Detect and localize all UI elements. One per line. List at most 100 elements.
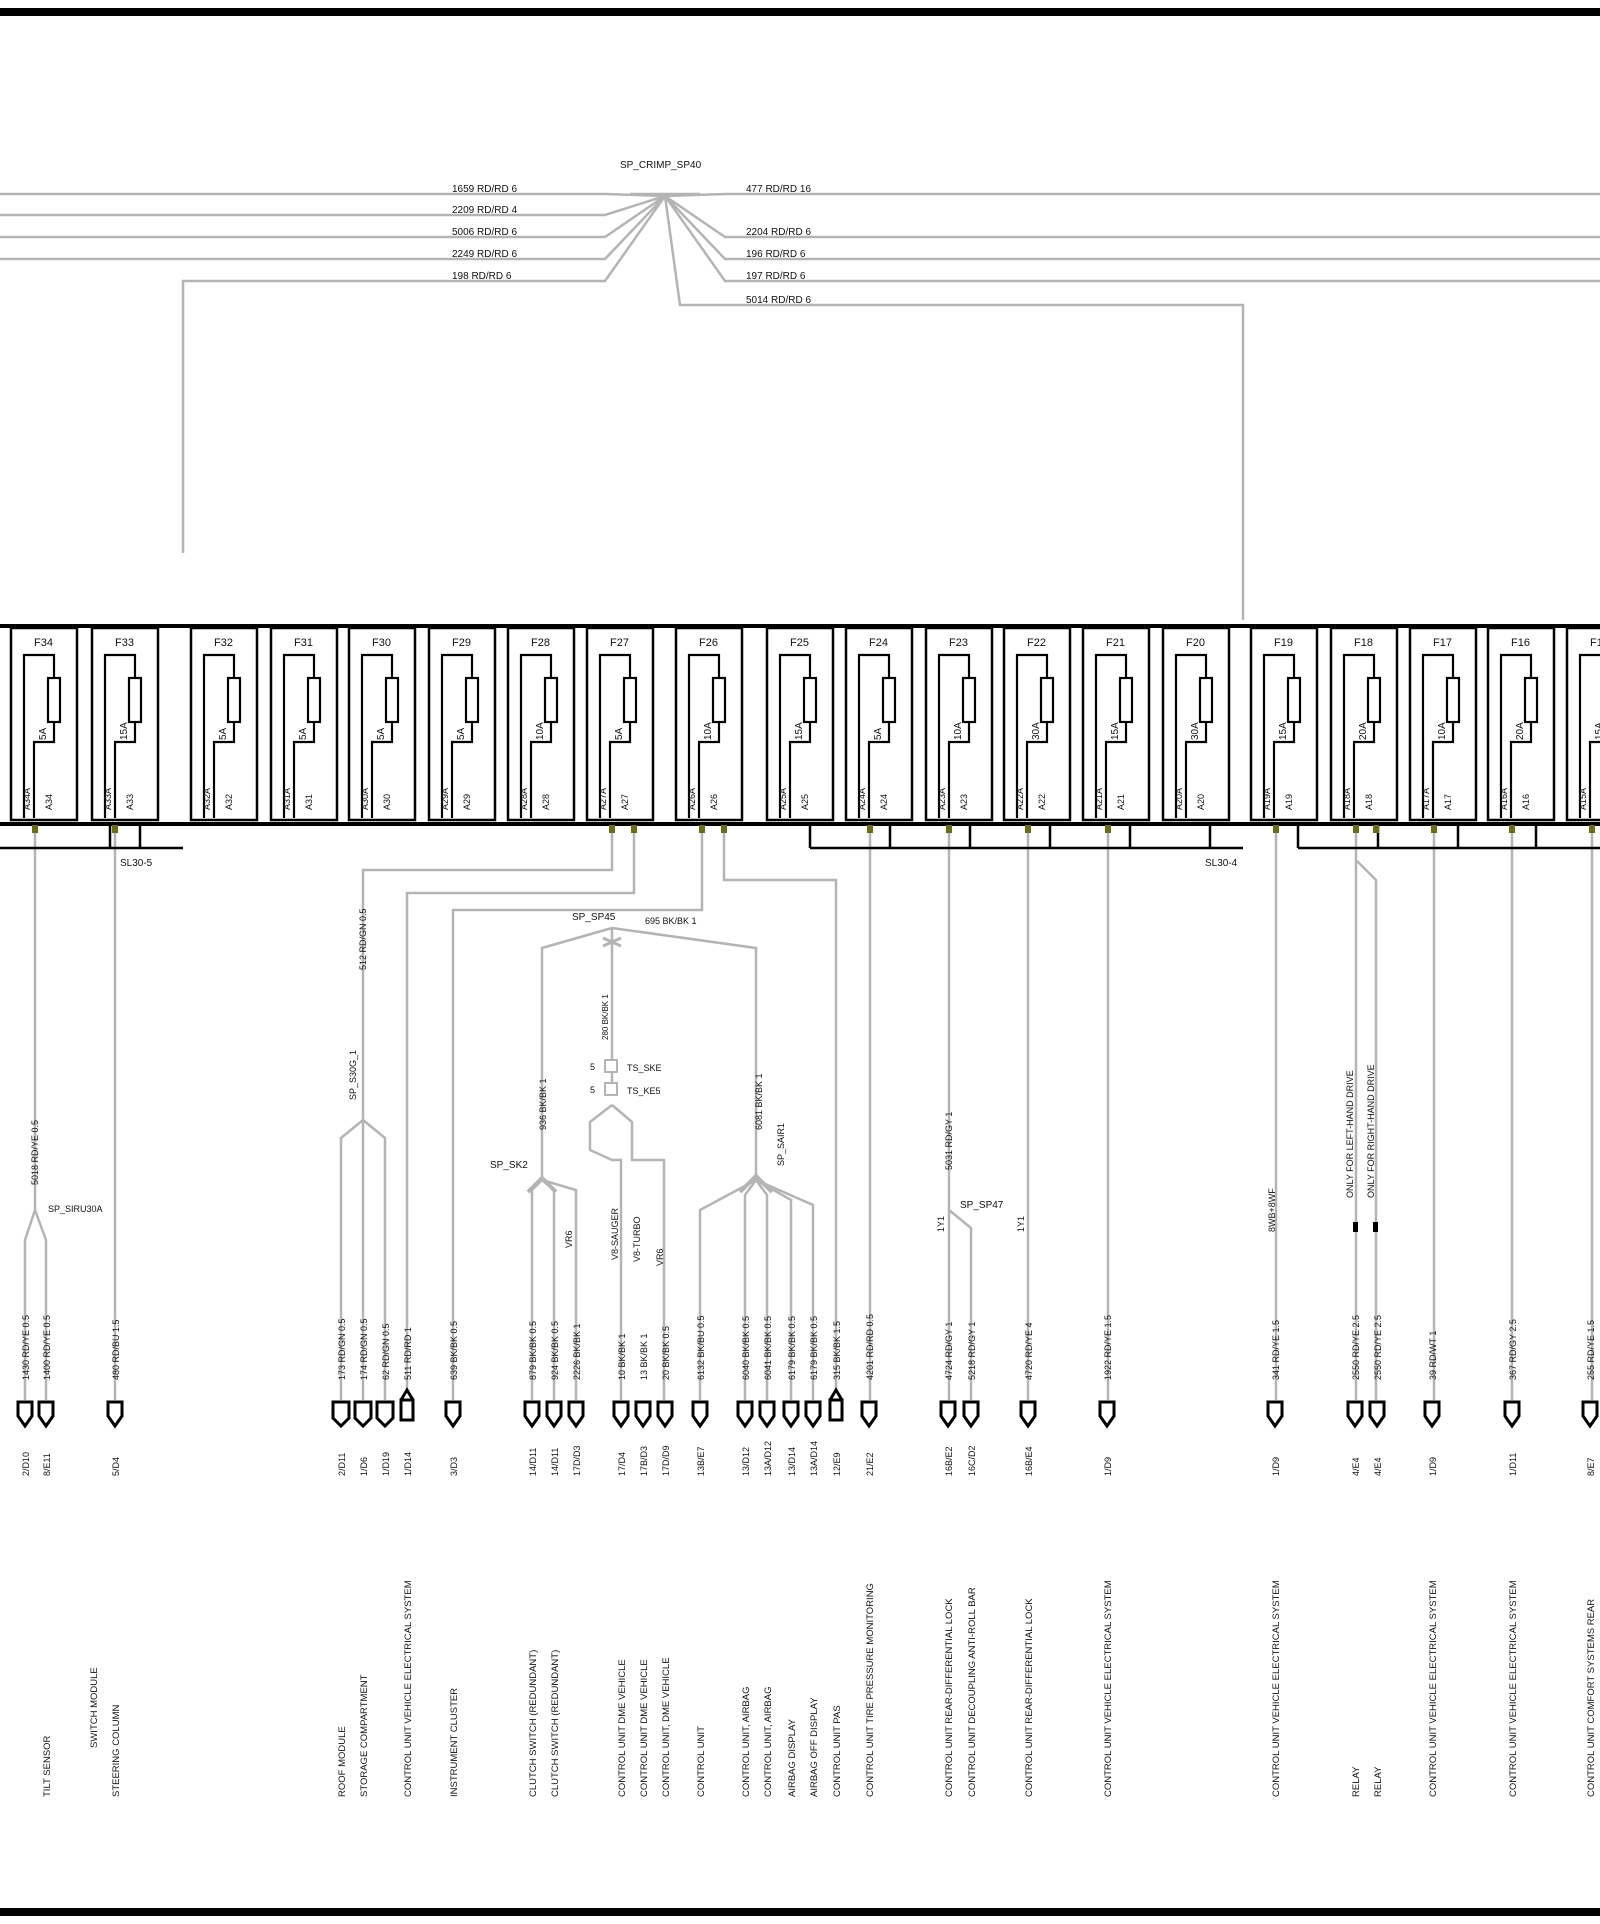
fuse-rating: 10A [1437, 722, 1448, 740]
output-connector-pin: 17D/D3 [572, 1445, 582, 1476]
crimp-right-wire [664, 195, 1600, 261]
fuse-rating: 15A [1278, 722, 1289, 740]
fuse-pin-b: A24 [879, 794, 889, 810]
fuse-element-icon [1286, 676, 1302, 724]
crimp-left-wire-label: 5006 RD/RD 6 [452, 227, 517, 238]
output-wire-label: 6179 BK/BK 0.5 [787, 1316, 797, 1380]
wire-sp-sair1 [754, 1179, 769, 1400]
output-connector-pin: 1/D6 [359, 1457, 369, 1476]
tap-marker [631, 825, 637, 833]
fuse-f17 [1408, 626, 1478, 822]
fuse-f34 [9, 626, 79, 822]
fuse-f23 [924, 626, 994, 822]
output-connector [612, 1400, 630, 1429]
fuse-f16 [1486, 626, 1556, 822]
fuse-element-icon [1445, 676, 1461, 724]
variant-note: ONLY FOR RIGHT-HAND DRIVE [1366, 1064, 1376, 1198]
output-wire-label: 511 RD/RD 1 [403, 1327, 413, 1380]
fuse-rating: 10A [535, 722, 546, 740]
splice-wire-label: 695 BK/BK 1 [645, 916, 697, 926]
output-description: CONTROL UNIT PAS [832, 1705, 843, 1797]
fuse-name: F27 [610, 637, 629, 649]
crimp-right-wire [663, 195, 1600, 283]
crimp-right-wire [664, 194, 1600, 239]
output-description: RELAY [1351, 1766, 1362, 1797]
fuse-rating: 15A [794, 722, 805, 740]
fuse-loop [450, 722, 474, 818]
crimp-right-wire-label: 197 RD/RD 6 [746, 271, 806, 282]
fuse-cell [189, 626, 259, 822]
output-description: STORAGE COMPARTMENT [359, 1674, 370, 1797]
output-wire-label: 4720 RD/YE 4 [1024, 1322, 1034, 1380]
splice-sk2-icon [526, 1175, 558, 1194]
fuse-rating: 5A [38, 727, 49, 740]
fuse-name: F26 [699, 637, 718, 649]
fuse-loop [212, 722, 236, 818]
output-description: CONTROL UNIT, AIRBAG [763, 1687, 774, 1798]
output-connector-pin: 1/D19 [381, 1452, 391, 1476]
fuse-cell [506, 626, 576, 822]
output-connector-pin: 1/D11 [1508, 1453, 1518, 1476]
fuse-name: F30 [372, 637, 391, 649]
wire-v8 [588, 1104, 623, 1400]
fuse-name: F16 [1511, 637, 1530, 649]
bus-label: SL30-4 [1205, 858, 1238, 869]
fuse-pin-a: A20A [1174, 788, 1184, 810]
tap-marker [1105, 825, 1111, 833]
output-description: CONTROL UNIT REAR-DIFFERENTIAL LOCK [1024, 1598, 1035, 1797]
output-connector [804, 1400, 822, 1429]
tap-marker [1589, 825, 1595, 833]
output-description: CONTROL UNIT DME VEHICLE [617, 1659, 628, 1797]
output-wire-label: 2550 RD/YE 2.5 [1351, 1315, 1361, 1380]
bottom-border [0, 1908, 1600, 1916]
fuse-pin-a: A15A [1578, 788, 1588, 810]
output-connector-pin: 8/E11 [42, 1453, 52, 1476]
fuse-f15 [1565, 626, 1600, 822]
crimp-left-wire [0, 195, 666, 261]
connector-terminal-icon [828, 1387, 844, 1422]
bus-label: SL30-5 [120, 858, 153, 869]
fuse-loop [370, 722, 394, 818]
connector-terminal-icon [860, 1400, 878, 1429]
fuse-loop [608, 722, 632, 818]
output-wire-label: 10 BK/BK 1 [617, 1333, 627, 1380]
fuse-element-icon [306, 676, 322, 724]
fuse-name: F20 [1186, 637, 1205, 649]
fuse-pin-b: A25 [800, 794, 810, 810]
fuse-element-icon [1366, 676, 1382, 724]
output-wire-label: 39 RD/WT 1 [1428, 1331, 1438, 1380]
fuse-f30 [347, 626, 417, 822]
fuse-name: F21 [1106, 637, 1125, 649]
output-connector [962, 1400, 980, 1429]
fuse-pin-b: A17 [1443, 794, 1453, 810]
variant-note: 1Y1 [936, 1216, 946, 1232]
fuse-cell [844, 626, 914, 822]
output-description: CONTROL UNIT DECOUPLING ANTI-ROLL BAR [967, 1587, 978, 1797]
fuse-f31 [269, 626, 339, 822]
output-wire-label: 5218 RD/GY 1 [967, 1322, 977, 1380]
fuse-loop [1431, 722, 1455, 818]
fuse-rating: 10A [703, 722, 714, 740]
fuse-element-icon [46, 676, 62, 724]
fuse-pin-b: A18 [1364, 794, 1374, 810]
connector-terminal-icon [634, 1400, 652, 1429]
tap-marker [1431, 825, 1437, 833]
connector-terminal-icon [1019, 1400, 1037, 1429]
output-wire-label: 315 BK/BK 1.5 [832, 1321, 842, 1380]
connector-terminal-icon [1346, 1400, 1364, 1429]
output-wire-label: 1922 RD/YE 1.5 [1103, 1315, 1113, 1380]
tap-marker [112, 825, 118, 833]
fuse-loop [1262, 653, 1296, 818]
output-connector [782, 1400, 800, 1429]
crimp-right-wire [663, 195, 1245, 620]
output-connector-pin: 1/D9 [1428, 1457, 1438, 1476]
output-wire-label: 6179 BK/BK 0.5 [809, 1316, 819, 1380]
fuse-f22 [1002, 626, 1072, 822]
output-wire-label: 4201 RD/RD 0.5 [865, 1314, 875, 1380]
fuse-cell [765, 626, 835, 822]
power-bus [0, 825, 1600, 850]
fuse-pin-b: A27 [620, 794, 630, 810]
output-connector-pin: 2/D10 [21, 1452, 31, 1476]
wire-sp45 [540, 926, 613, 1180]
